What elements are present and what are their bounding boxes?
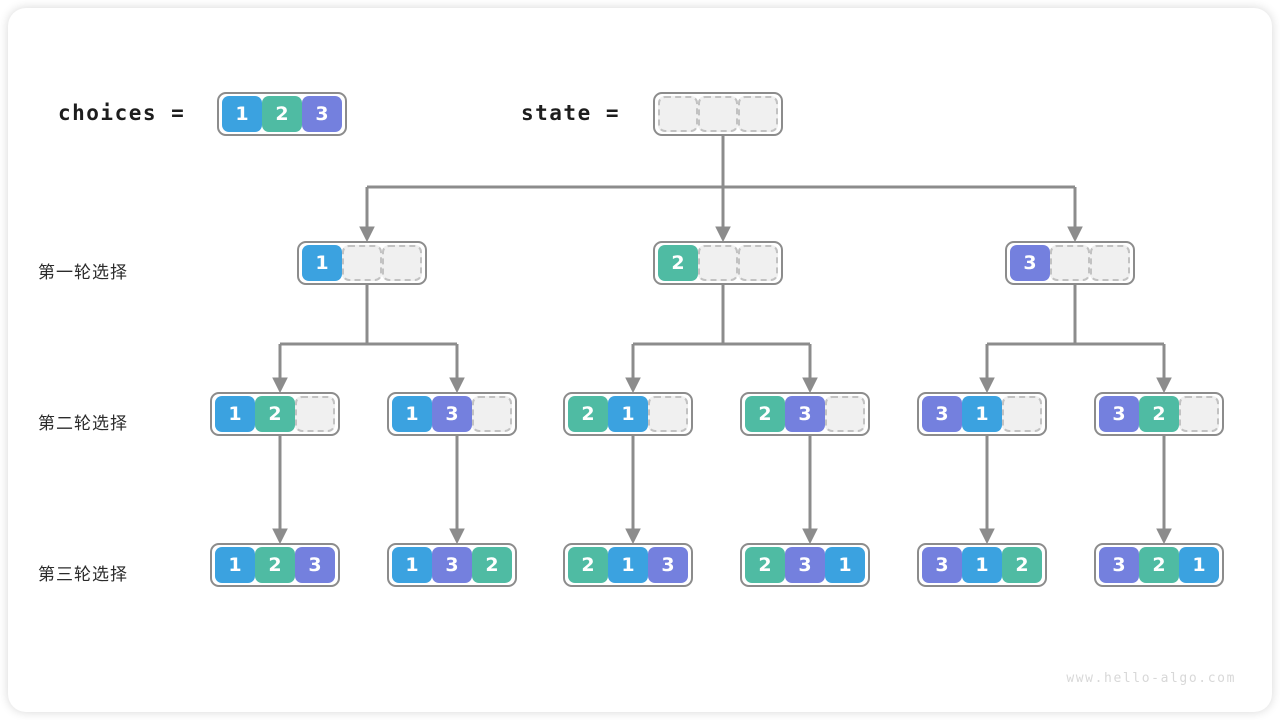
- array-cell-filled: 1: [392, 547, 432, 583]
- array-cell-filled: 3: [922, 547, 962, 583]
- array-cell-empty: [698, 96, 738, 132]
- tree-node: 2: [653, 241, 783, 285]
- array-cell-filled: 1: [608, 547, 648, 583]
- array-cell-empty: [648, 396, 688, 432]
- tree-node: 1: [297, 241, 427, 285]
- array-cell-filled: 2: [472, 547, 512, 583]
- array-cell-filled: 3: [432, 396, 472, 432]
- array-cell-filled: 2: [262, 96, 302, 132]
- array-cell-filled: 1: [215, 396, 255, 432]
- array-cell-empty: [658, 96, 698, 132]
- array-cell-filled: 2: [658, 245, 698, 281]
- row-label-3: 第三轮选择: [38, 565, 128, 585]
- tree-node: 3: [1005, 241, 1135, 285]
- state-array: [653, 92, 783, 136]
- array-cell-empty: [382, 245, 422, 281]
- array-cell-filled: 2: [568, 547, 608, 583]
- array-cell-empty: [295, 396, 335, 432]
- array-cell-filled: 2: [1002, 547, 1042, 583]
- array-cell-filled: 3: [648, 547, 688, 583]
- choices-label: choices =: [58, 101, 186, 125]
- array-cell-filled: 2: [1139, 547, 1179, 583]
- array-cell-filled: 2: [255, 396, 295, 432]
- array-cell-filled: 2: [745, 547, 785, 583]
- array-cell-filled: 1: [302, 245, 342, 281]
- array-cell-filled: 1: [962, 396, 1002, 432]
- array-cell-filled: 2: [745, 396, 785, 432]
- array-cell-filled: 3: [295, 547, 335, 583]
- array-cell-filled: 1: [215, 547, 255, 583]
- array-cell-filled: 3: [1099, 547, 1139, 583]
- array-cell-filled: 1: [1179, 547, 1219, 583]
- connector-layer: [272, 136, 1172, 545]
- watermark: www.hello-algo.com: [1066, 671, 1236, 686]
- array-cell-filled: 2: [1139, 396, 1179, 432]
- array-cell-filled: 2: [568, 396, 608, 432]
- array-cell-filled: 3: [432, 547, 472, 583]
- array-cell-filled: 1: [392, 396, 432, 432]
- array-cell-empty: [825, 396, 865, 432]
- array-cell-filled: 3: [785, 396, 825, 432]
- array-cell-filled: 3: [785, 547, 825, 583]
- array-cell-filled: 3: [1099, 396, 1139, 432]
- array-cell-empty: [472, 396, 512, 432]
- array-cell-empty: [1050, 245, 1090, 281]
- array-cell-empty: [1002, 396, 1042, 432]
- array-cell-filled: 1: [962, 547, 1002, 583]
- array-cell-filled: 1: [608, 396, 648, 432]
- array-cell-empty: [342, 245, 382, 281]
- array-cell-empty: [738, 96, 778, 132]
- row-label-2: 第二轮选择: [38, 414, 128, 434]
- array-cell-filled: 2: [255, 547, 295, 583]
- array-cell-filled: 3: [302, 96, 342, 132]
- array-cell-filled: 3: [922, 396, 962, 432]
- array-cell-filled: 3: [1010, 245, 1050, 281]
- array-cell-empty: [738, 245, 778, 281]
- array-cell-empty: [1179, 396, 1219, 432]
- array-cell-empty: [698, 245, 738, 281]
- array-cell-filled: 1: [222, 96, 262, 132]
- array-cell-filled: 1: [825, 547, 865, 583]
- array-cell-empty: [1090, 245, 1130, 281]
- state-label: state =: [521, 101, 621, 125]
- row-label-1: 第一轮选择: [38, 263, 128, 283]
